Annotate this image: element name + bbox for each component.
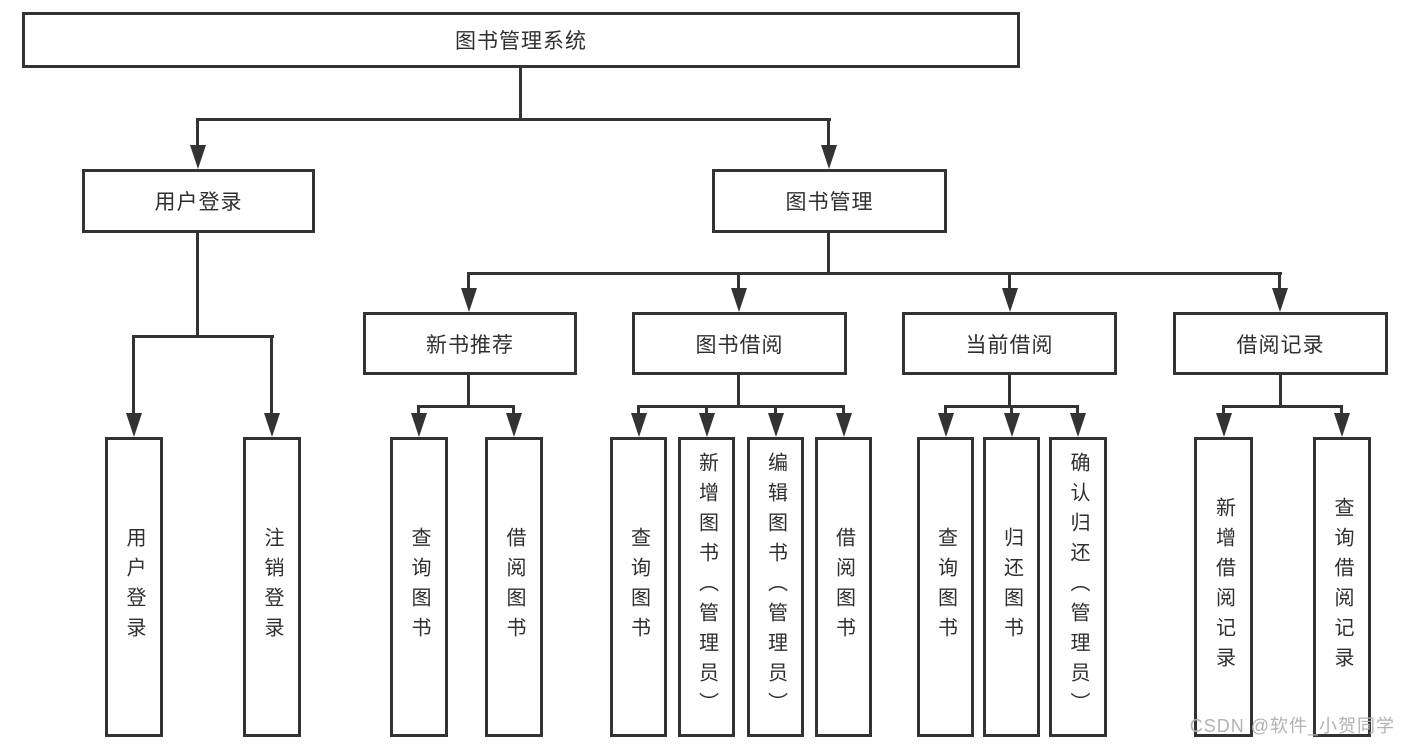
arrowhead-down-icon: [190, 145, 206, 169]
leaf-recommend-query-book: 查询图书: [390, 437, 448, 737]
node-root: 图书管理系统: [22, 12, 1020, 68]
node-borrowing-records: 借阅记录: [1173, 312, 1388, 375]
arrowhead-down-icon: [836, 413, 852, 437]
arrowhead-down-icon: [506, 413, 522, 437]
connector-book-borrowing-stem-line: [737, 375, 740, 408]
arrowhead-down-icon: [731, 288, 747, 312]
leaf-recommend-borrow-book: 借阅图书: [485, 437, 543, 737]
leaf-logout-login: 注销登录: [243, 437, 301, 737]
connector-to-book-borrowing-line: [737, 272, 740, 290]
leaf-records-query-record: 查询借阅记录: [1313, 437, 1371, 737]
leaf-records-add-record-label: 新增借阅记录: [1212, 497, 1235, 677]
node-new-book-recommend-label: 新书推荐: [426, 333, 514, 357]
connector-stub-line: [944, 405, 947, 415]
leaf-current-return-book: 归还图书: [983, 437, 1040, 737]
connector-stub-line: [637, 405, 640, 415]
node-user-login-label: 用户登录: [154, 191, 243, 214]
node-book-management: 图书管理: [712, 169, 947, 233]
arrowhead-down-icon: [1334, 413, 1350, 437]
arrowhead-down-icon: [411, 413, 427, 437]
connector-to-user-login-line: [196, 118, 199, 148]
connector-stub-line: [417, 405, 420, 415]
connector-book-borrowing-cross-line: [637, 405, 845, 408]
arrowhead-down-icon: [264, 413, 280, 437]
leaf-borrowing-add-book-admin-label: 新增图书（管理员）: [695, 452, 718, 722]
leaf-borrowing-borrow-book: 借阅图书: [815, 437, 872, 737]
node-book-borrowing: 图书借阅: [632, 312, 847, 375]
leaf-logout-login-label: 注销登录: [261, 527, 283, 647]
connector-stub-line: [512, 405, 515, 415]
connector-borrowing-records-stem-line: [1279, 375, 1282, 408]
node-new-book-recommend: 新书推荐: [363, 312, 577, 375]
connector-user-login-cross-line: [132, 335, 274, 338]
connector-book-management-stem-line: [827, 233, 830, 275]
connector-new-book-recommend-stem-line: [467, 375, 470, 408]
node-current-borrowing-label: 当前借阅: [965, 333, 1054, 357]
leaf-current-query-book-label: 查询图书: [934, 527, 957, 647]
connector-book-management-cross-line: [467, 272, 1282, 275]
leaf-borrowing-edit-book-admin: 编辑图书（管理员）: [747, 437, 804, 737]
arrowhead-down-icon: [699, 413, 715, 437]
arrowhead-down-icon: [1004, 413, 1020, 437]
leaf-borrowing-borrow-book-label: 借阅图书: [832, 527, 855, 647]
connector-to-new-book-recommend-line: [467, 272, 470, 290]
arrowhead-down-icon: [1070, 413, 1086, 437]
connector-stub-line: [842, 405, 845, 415]
connector-root-stem-line: [519, 68, 522, 121]
connector-stub-line: [1222, 405, 1225, 415]
leaf-borrowing-query-book-label: 查询图书: [627, 527, 650, 647]
leaf-current-return-book-label: 归还图书: [1000, 527, 1023, 647]
connector-stub-line: [774, 405, 777, 415]
leaf-records-add-record: 新增借阅记录: [1194, 437, 1253, 737]
connector-current-borrowing-stem-line: [1008, 375, 1011, 408]
leaf-user-login-label: 用户登录: [123, 527, 145, 647]
connector-user-login-stem-line: [196, 233, 199, 338]
connector-stub-line: [1340, 405, 1343, 415]
arrowhead-down-icon: [126, 413, 142, 437]
leaf-recommend-borrow-book-label: 借阅图书: [503, 527, 525, 647]
node-user-login: 用户登录: [82, 169, 315, 233]
arrowhead-down-icon: [938, 413, 954, 437]
connector-stub-line: [1010, 405, 1013, 415]
arrowhead-down-icon: [461, 288, 477, 312]
node-root-label: 图书管理系统: [455, 30, 587, 53]
node-book-borrowing-label: 图书借阅: [695, 333, 784, 357]
arrowhead-down-icon: [1002, 288, 1018, 312]
node-borrowing-records-label: 借阅记录: [1236, 333, 1325, 357]
node-current-borrowing: 当前借阅: [902, 312, 1117, 375]
leaf-borrowing-edit-book-admin-label: 编辑图书（管理员）: [764, 452, 787, 722]
connector-to-book-management-line: [827, 118, 830, 148]
connector-to-current-borrowing-line: [1008, 272, 1011, 290]
leaf-user-login: 用户登录: [105, 437, 163, 737]
arrowhead-down-icon: [768, 413, 784, 437]
connector-root-cross-line: [196, 118, 831, 121]
connector-stub-line: [1076, 405, 1079, 415]
leaf-borrowing-query-book: 查询图书: [610, 437, 667, 737]
connector-stub-line: [705, 405, 708, 415]
leaf-current-confirm-return-admin-label: 确认归还（管理员）: [1067, 452, 1089, 722]
arrowhead-down-icon: [1272, 288, 1288, 312]
leaf-recommend-query-book-label: 查询图书: [408, 527, 430, 647]
connector-to-leaf-user-login-line: [132, 335, 135, 415]
csdn-watermark: CSDN @软件_小贺同学: [1189, 716, 1395, 736]
connector-new-book-recommend-cross-line: [417, 405, 515, 408]
leaf-current-confirm-return-admin: 确认归还（管理员）: [1049, 437, 1107, 737]
leaf-borrowing-add-book-admin: 新增图书（管理员）: [678, 437, 735, 737]
node-book-management-label: 图书管理: [785, 191, 874, 214]
connector-borrowing-records-cross-line: [1222, 405, 1343, 408]
connector-to-borrowing-records-line: [1278, 272, 1281, 290]
arrowhead-down-icon: [1216, 413, 1232, 437]
arrowhead-down-icon: [631, 413, 647, 437]
arrowhead-down-icon: [821, 145, 837, 169]
leaf-records-query-record-label: 查询借阅记录: [1331, 497, 1353, 677]
leaf-current-query-book: 查询图书: [917, 437, 974, 737]
connector-to-leaf-logout-line: [270, 335, 273, 415]
